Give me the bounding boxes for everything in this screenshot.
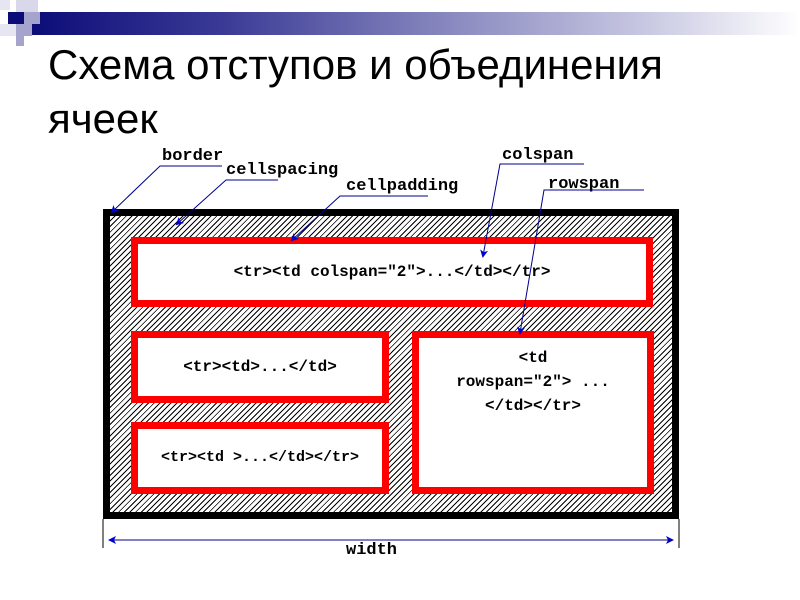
table-outer-border: <tr><td colspan="2">...</td></tr> <tr><t… (103, 209, 679, 519)
cell-rowspan-code: <td rowspan="2"> ... </td></tr> (456, 346, 610, 418)
decor-square (16, 24, 32, 36)
label-cellspacing: cellspacing (226, 161, 339, 180)
cell-row2-left: <tr><td>...</td> (131, 331, 389, 403)
cell-rowspan: <td rowspan="2"> ... </td></tr> (412, 331, 654, 494)
label-rowspan: rowspan (548, 175, 620, 194)
border-pointer-arrow (110, 165, 222, 214)
decor-square (24, 12, 40, 24)
rowspan-line-2: rowspan="2"> ... (456, 373, 610, 391)
decor-square (8, 12, 24, 24)
decor-square (0, 24, 16, 36)
cell-row3-code: <tr><td >...</td></tr> (160, 449, 360, 466)
cell-colspan-code: <tr><td colspan="2">...</td></tr> (233, 263, 551, 281)
page-title: Схема отступов и объединения ячеек (48, 41, 663, 142)
rowspan-line-1: <td (518, 349, 548, 367)
decor-square (16, 0, 38, 12)
rowspan-line-3: </td></tr> (484, 397, 581, 415)
cell-row3-left: <tr><td >...</td></tr> (131, 422, 389, 494)
decor-square (16, 36, 24, 46)
label-colspan: colspan (502, 146, 574, 165)
header-gradient-bar (30, 12, 800, 35)
cell-row2-code: <tr><td>...</td> (183, 358, 337, 376)
label-cellpadding: cellpadding (346, 177, 459, 196)
label-border: border (162, 147, 224, 166)
decor-square (0, 0, 10, 10)
cell-colspan: <tr><td colspan="2">...</td></tr> (131, 237, 653, 307)
label-width: width (346, 541, 398, 560)
